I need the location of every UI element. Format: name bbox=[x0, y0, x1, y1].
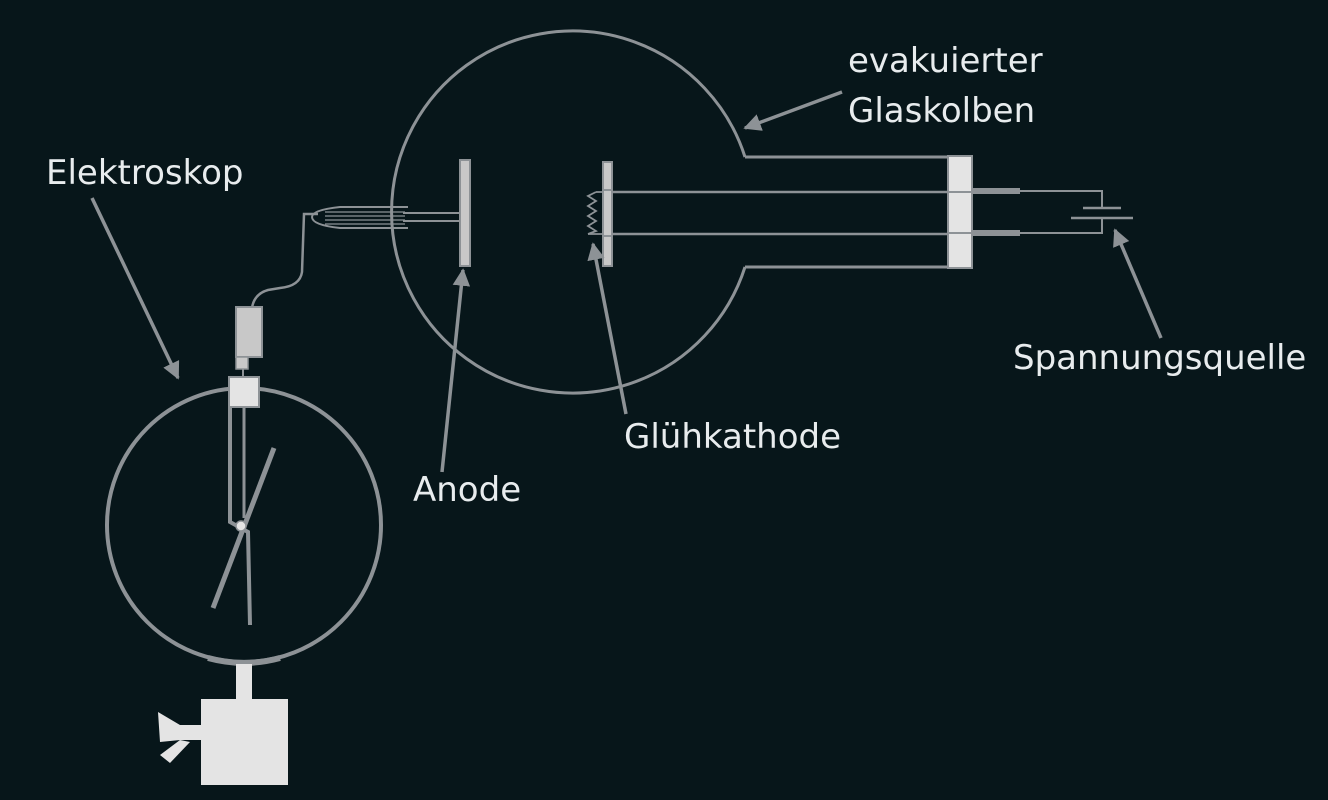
label-voltage-source: Spannungsquelle bbox=[1013, 338, 1307, 378]
anode-assembly bbox=[250, 159, 471, 309]
bulb-arrow bbox=[743, 90, 843, 131]
electroscope-arrow bbox=[90, 197, 180, 380]
label-bulb-line2: Glaskolben bbox=[848, 91, 1036, 131]
label-cathode: Glühkathode bbox=[624, 417, 841, 457]
electroscope bbox=[105, 306, 383, 785]
cathode-arrow bbox=[587, 242, 628, 415]
voltage-source-circuit bbox=[972, 188, 1133, 236]
label-electroscope: Elektroskop bbox=[46, 153, 244, 193]
label-anode: Anode bbox=[413, 470, 522, 510]
anode-arrow bbox=[440, 268, 471, 473]
cathode-assembly bbox=[586, 161, 948, 267]
label-arrows bbox=[90, 90, 1163, 473]
glass-bulb bbox=[390, 29, 973, 395]
label-bulb-line1: evakuierter bbox=[848, 41, 1043, 81]
source-arrow bbox=[1113, 228, 1163, 339]
